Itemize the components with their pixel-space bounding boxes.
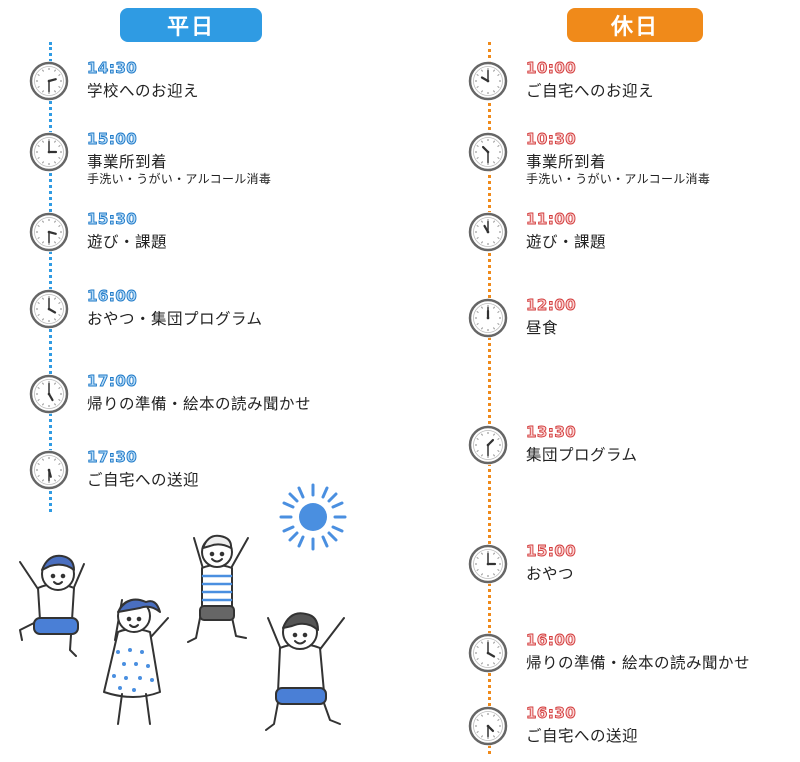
entry-time: 13:30 xyxy=(526,423,577,442)
clock-icon xyxy=(29,450,69,490)
entry-label: おやつ xyxy=(526,565,575,583)
child-2 xyxy=(103,598,169,725)
clock-icon xyxy=(468,425,508,465)
entry-time: 12:00 xyxy=(526,296,577,315)
holiday-title: 休日 xyxy=(567,8,703,42)
entry-time: 15:00 xyxy=(526,542,577,561)
weekday-schedule: 平日 14:30 学校へのお迎え 15:00 事業所到着 手洗い・うがい・アルコ… xyxy=(0,8,400,762)
clock-icon xyxy=(29,289,69,329)
child-1 xyxy=(19,554,85,657)
entry-time: 16:00 xyxy=(526,631,577,650)
clock-icon xyxy=(29,61,69,101)
clock-icon xyxy=(29,212,69,252)
entry-label: 遊び・課題 xyxy=(526,233,607,251)
jumping-children-illustration xyxy=(0,480,400,762)
clock-icon xyxy=(468,706,508,746)
child-3 xyxy=(187,534,249,643)
entry-time: 16:30 xyxy=(526,704,577,723)
clock-icon xyxy=(468,132,508,172)
weekday-title: 平日 xyxy=(120,8,262,42)
clock-icon xyxy=(29,374,69,414)
clock-icon xyxy=(468,61,508,101)
entry-time: 17:00 xyxy=(87,372,138,391)
entry-time: 14:30 xyxy=(87,59,138,78)
entry-time: 15:00 xyxy=(87,130,138,149)
clock-icon xyxy=(29,132,69,172)
holiday-schedule: 休日 10:00 ご自宅へのお迎え 10:30 事業所到着 手洗い・うがい・アル… xyxy=(440,0,800,762)
sun-icon xyxy=(279,483,347,551)
holiday-timeline xyxy=(488,42,491,754)
entry-label: 遊び・課題 xyxy=(87,233,168,251)
entry-time: 10:30 xyxy=(526,130,577,149)
entry-label: 集団プログラム xyxy=(526,446,638,464)
entry-time: 15:30 xyxy=(87,210,138,229)
entry-label: ご自宅へのお迎え xyxy=(526,82,655,100)
entry-label: 学校へのお迎え xyxy=(87,82,200,100)
entry-time: 17:30 xyxy=(87,448,138,467)
entry-sub: 手洗い・うがい・アルコール消毒 xyxy=(87,172,272,186)
entry-label: 昼食 xyxy=(526,319,559,337)
entry-label: ご自宅への送迎 xyxy=(526,727,639,745)
weekday-timeline xyxy=(49,42,52,512)
clock-icon xyxy=(468,544,508,584)
entry-label: 帰りの準備・絵本の読み聞かせ xyxy=(87,395,312,413)
entry-label: 帰りの準備・絵本の読み聞かせ xyxy=(526,654,751,672)
entry-label: おやつ・集団プログラム xyxy=(87,310,263,328)
entry-time: 11:00 xyxy=(526,210,577,229)
clock-icon xyxy=(468,212,508,252)
entry-label: 事業所到着 xyxy=(87,153,168,171)
entry-time: 10:00 xyxy=(526,59,577,78)
child-4 xyxy=(265,612,345,731)
clock-icon xyxy=(468,298,508,338)
entry-label: 事業所到着 xyxy=(526,153,607,171)
entry-label: ご自宅への送迎 xyxy=(87,471,200,489)
entry-sub: 手洗い・うがい・アルコール消毒 xyxy=(526,172,711,186)
entry-time: 16:00 xyxy=(87,287,138,306)
clock-icon xyxy=(468,633,508,673)
